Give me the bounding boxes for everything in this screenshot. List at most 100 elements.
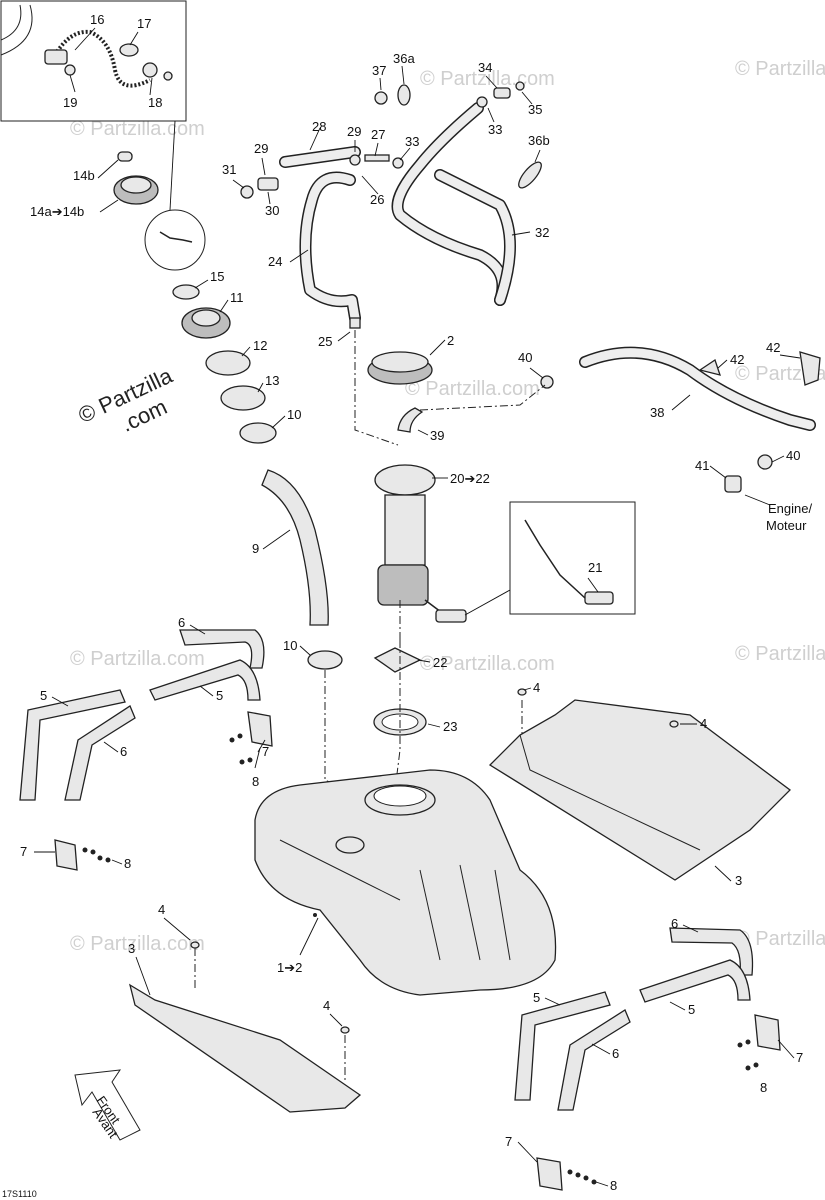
callout-33-top: 33: [488, 122, 502, 137]
rivet-19: [64, 64, 76, 76]
rivet-18: [163, 71, 173, 81]
clip-36a: [397, 84, 411, 106]
callout-14b: 14b: [73, 168, 95, 183]
faint-watermark-3: © Partzilla.com: [735, 58, 825, 80]
callout-8-right: 8: [760, 1080, 767, 1095]
callout-37: 37: [372, 63, 386, 78]
fitting-39: [397, 407, 424, 433]
washer-17: [119, 43, 139, 57]
callout-13: 13: [265, 373, 279, 388]
callout-14a: 14a➔14b: [30, 204, 84, 219]
callout-8-bottom: 8: [610, 1178, 617, 1193]
gasket-22: [373, 647, 422, 673]
front-arrow: Front Avant: [74, 1069, 141, 1141]
sender-detail-frame: [509, 501, 636, 615]
callout-10-upper: 10: [287, 407, 301, 422]
faint-watermark-7: © Partzilla.com: [420, 653, 555, 675]
callout-22: 22: [433, 655, 447, 670]
callout-6-bottom: 6: [612, 1046, 619, 1061]
clip-36b: [518, 161, 542, 189]
tether-anchor-16: [44, 49, 68, 65]
right-straps: [514, 927, 781, 1191]
callout-1: 1➔2: [277, 960, 302, 975]
callout-5-bottom: 5: [533, 990, 540, 1005]
callout-4-b: 4: [700, 716, 707, 731]
clamp-29: [349, 154, 361, 166]
callout-28: 28: [312, 119, 326, 134]
heat-shield-3-left: [128, 983, 362, 1113]
callouts: 16 17 19 18 14b 14a➔14b 15 11 12 13 10 9…: [20, 12, 803, 1193]
vent-hoses: [240, 81, 821, 506]
front-arrow-icon: [74, 1069, 141, 1141]
callout-36b: 36b: [528, 133, 550, 148]
cap-tether-inset: [0, 0, 187, 211]
callout-6-left: 6: [120, 744, 127, 759]
pushpin-4a: [517, 688, 527, 696]
ring-13: [220, 385, 266, 411]
callout-33-mid: 33: [405, 134, 419, 149]
callout-40-top: 40: [518, 350, 532, 365]
callout-5-left: 5: [40, 688, 47, 703]
callout-25: 25: [318, 334, 332, 349]
fuel-tank-1: [254, 769, 557, 996]
callout-3-left: 3: [128, 941, 135, 956]
callout-4-c: 4: [158, 902, 165, 917]
heat-shield-3-right: [488, 699, 791, 881]
filler-hose-9: [261, 469, 329, 626]
callout-19: 19: [63, 95, 77, 110]
callout-29-left: 29: [254, 141, 268, 156]
callout-32: 32: [535, 225, 549, 240]
fitting-25: [349, 317, 361, 329]
tether-ring: [142, 62, 158, 78]
cap-detail-bubble: [144, 209, 206, 271]
clamp-10-lower: [307, 650, 343, 670]
callout-21: 21: [588, 560, 602, 575]
valve-30: [257, 177, 279, 191]
callout-41: 41: [695, 458, 709, 473]
inset-tank-edge: [0, 4, 33, 56]
strap-5-right: [639, 959, 751, 1003]
inset-frame: [0, 0, 187, 122]
callout-7-bottom: 7: [505, 1134, 512, 1149]
callout-5-top: 5: [216, 688, 223, 703]
callout-31: 31: [222, 162, 236, 177]
callout-3-right: 3: [735, 873, 742, 888]
callout-10-lower: 10: [283, 638, 297, 653]
level-sender-21: [584, 591, 614, 605]
callout-30: 30: [265, 203, 279, 218]
strap-5-left: [19, 689, 126, 801]
callout-6-right: 6: [671, 916, 678, 931]
faint-watermark-11: © Partzilla.com: [735, 928, 825, 950]
seal-12: [205, 350, 251, 376]
clamp-40a: [540, 375, 554, 389]
clip-42b: [799, 351, 821, 386]
fitting-31: [240, 185, 254, 199]
filler-neck-assembly: [113, 151, 343, 670]
engine-label-line2: Moteur: [766, 518, 807, 533]
heat-shields: [128, 688, 791, 1113]
callout-2-ring: 2: [447, 333, 454, 348]
faint-watermark-4: © Partzilla.com: [405, 378, 540, 400]
strap-5-bottom: [514, 991, 611, 1101]
clip-42a: [698, 358, 721, 376]
bracket-7d: [536, 1157, 563, 1191]
clamp-40b: [757, 454, 773, 470]
callout-42-right: 42: [766, 340, 780, 355]
callout-11: 11: [230, 290, 244, 305]
callout-16: 16: [90, 12, 104, 27]
strap-6-bottom: [557, 1009, 631, 1111]
drawing-code: 17S1110: [2, 1189, 37, 1199]
check-valve-41: [724, 475, 742, 493]
tee-27: [364, 154, 390, 162]
float: [435, 609, 467, 623]
pump-reservoir: [377, 564, 429, 606]
main-watermark: © Partzilla .com: [74, 363, 176, 437]
callout-15: 15: [210, 269, 224, 284]
valve-34: [493, 87, 511, 99]
callout-8-left: 8: [124, 856, 131, 871]
faint-watermark-8: © Partzilla.com: [735, 643, 825, 665]
callout-20: 20➔22: [450, 471, 490, 486]
callout-27: 27: [371, 127, 385, 142]
leader-lines: [34, 65, 801, 1187]
